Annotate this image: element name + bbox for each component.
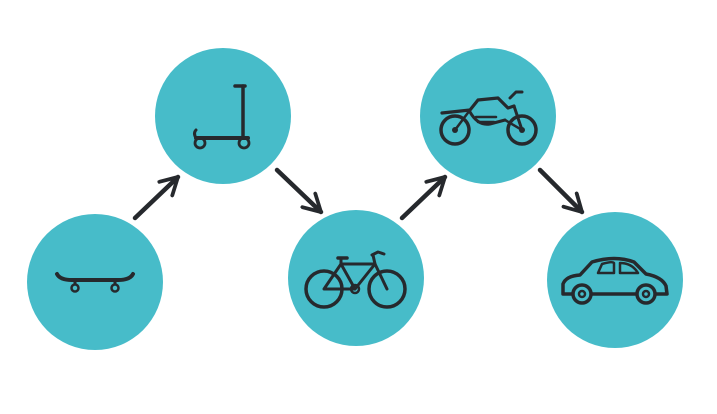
kick-scooter-icon (193, 84, 251, 150)
car-icon (561, 256, 669, 305)
motorcycle-icon (439, 90, 538, 146)
arrow-skateboard-to-scooter (132, 174, 181, 221)
arrow-scooter-to-bicycle (274, 167, 324, 215)
arrow-bicycle-to-motorcycle (399, 174, 448, 221)
skateboard-icon (55, 272, 135, 293)
nodes (27, 48, 683, 350)
node-kick-scooter (155, 48, 291, 184)
bicycle-icon (304, 250, 407, 309)
node-bicycle (288, 210, 424, 346)
node-car (547, 212, 683, 348)
arrows (132, 167, 585, 221)
arrow-motorcycle-to-car (537, 167, 585, 215)
